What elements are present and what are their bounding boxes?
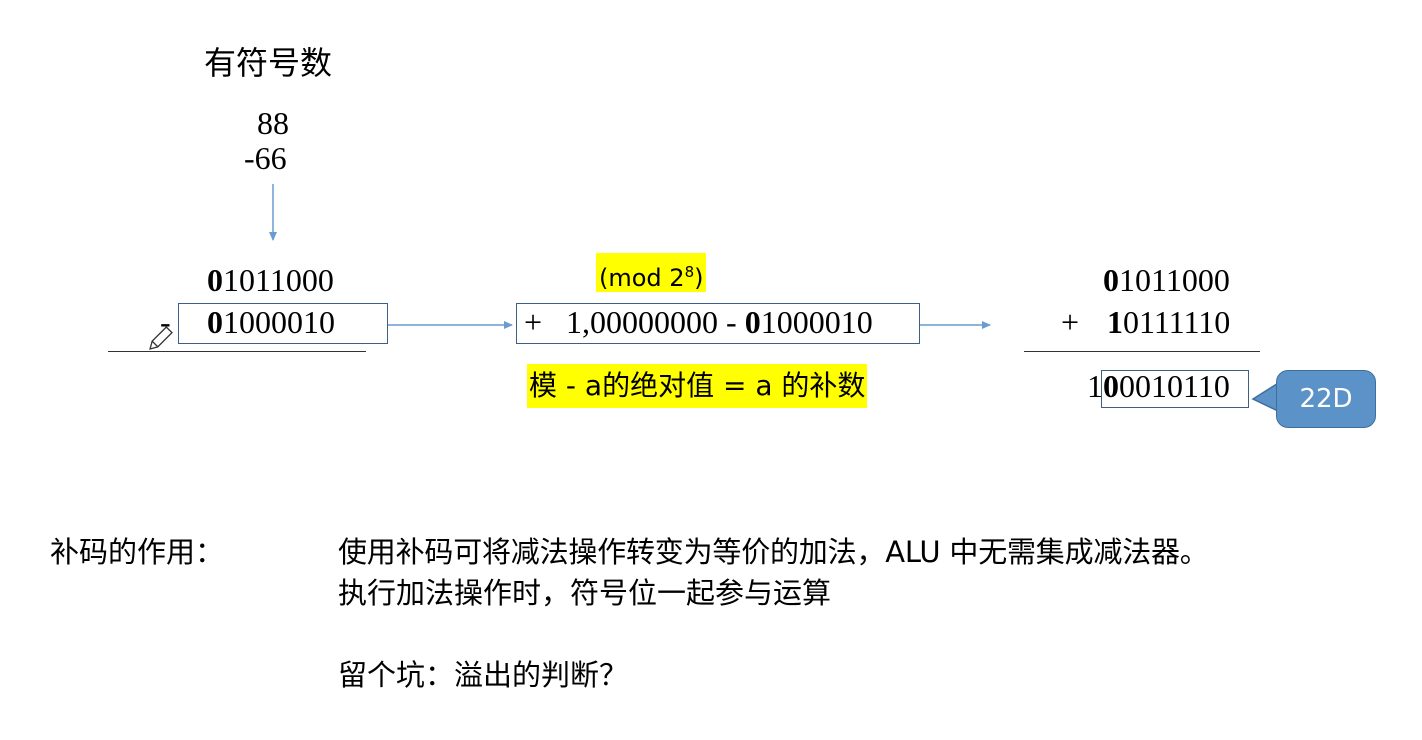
subtrahend-box	[178, 303, 388, 344]
sign-bit: 0	[207, 262, 223, 298]
sum-result: 100010110	[1087, 368, 1230, 405]
addition-underline	[1024, 351, 1260, 353]
sign-bit: 0	[1103, 368, 1119, 404]
modulus-minus-part: 1,00000000 -	[566, 304, 745, 340]
result-box	[1101, 370, 1249, 408]
plus-operator: +	[1061, 304, 1080, 340]
explanation-line1: 使用补码可将减法操作转变为等价的加法，ALU 中无需集成减法器。	[338, 535, 1209, 569]
callout-pointer-cover	[1278, 384, 1284, 410]
modulus-label: (mod 28)	[596, 253, 707, 292]
modulus-expression-box	[516, 303, 920, 344]
value-bits: 1000010	[223, 304, 335, 340]
carry-bit: 1	[1087, 368, 1103, 404]
decimal-value-minus-66: -66	[244, 140, 287, 176]
pencil-icon	[149, 326, 173, 350]
subtrahend-binary: 01000010	[207, 304, 335, 341]
sign-bit: 0	[1103, 262, 1119, 298]
minuend-binary: 01011000	[207, 262, 334, 299]
page-title: 有符号数	[204, 44, 333, 82]
value-bits: 0111110	[1123, 304, 1231, 340]
sign-bit: 0	[207, 304, 223, 340]
modulus-label-close: )	[694, 264, 704, 292]
overflow-question: 留个坑：溢出的判断？	[338, 658, 629, 692]
complement-rule-note: 模 - a的绝对值 = a 的补数	[527, 364, 868, 408]
addend-row1: 01011000	[1103, 262, 1230, 299]
value-bits: 0010110	[1119, 368, 1230, 404]
result-callout: 22D	[1276, 370, 1376, 428]
addend-row2: 10111110	[1107, 304, 1230, 341]
decimal-value-88: 88	[257, 105, 289, 141]
subtraction-underline	[108, 351, 366, 353]
explanation-line2: 执行加法操作时，符号位一起参与运算	[338, 576, 832, 610]
callout-pointer	[1251, 381, 1281, 413]
modulus-label-exponent: 8	[684, 263, 695, 281]
sign-bit: 1	[1107, 304, 1123, 340]
value-bits: 1011000	[223, 262, 334, 298]
minus-operator: -	[160, 304, 171, 340]
value-bits: 1000010	[760, 304, 873, 340]
plus-operator: +	[524, 304, 543, 340]
sign-bit: 0	[744, 304, 761, 340]
modulus-expression: +1,00000000 - 01000010	[524, 304, 873, 341]
value-bits: 1011000	[1119, 262, 1230, 298]
explanation-label: 补码的作用：	[50, 535, 225, 569]
modulus-label-base: (mod 2	[599, 264, 685, 292]
